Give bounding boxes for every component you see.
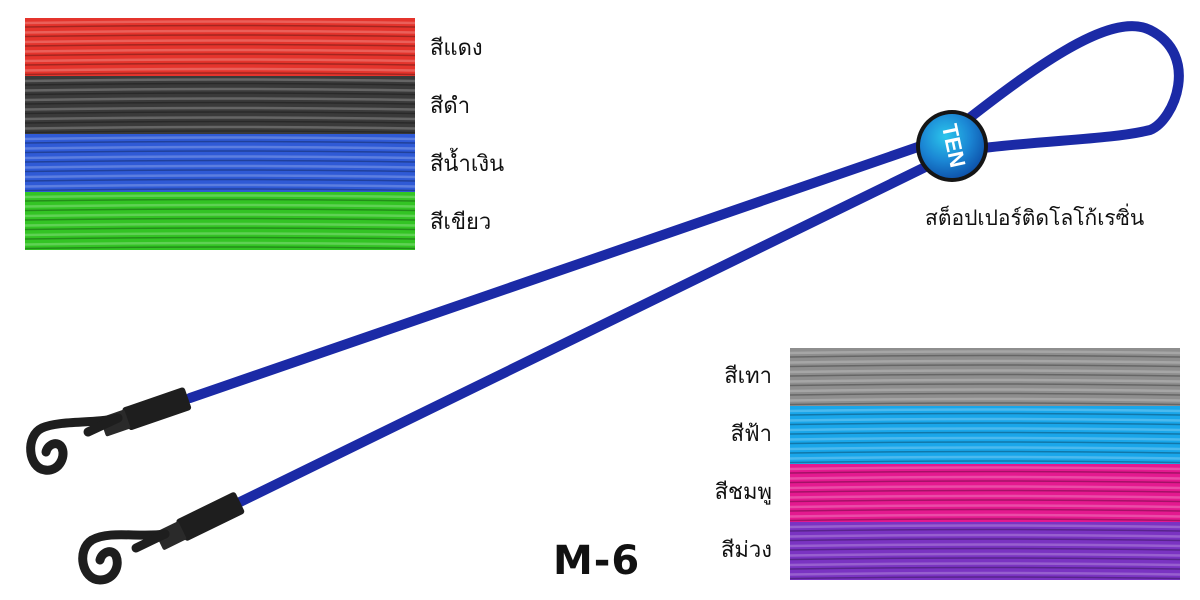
label-green: สีเขียว (430, 210, 492, 235)
cord-strands (185, 21, 1184, 507)
stopper-bead: TEN (916, 110, 988, 182)
label-gray: สีเทา (724, 364, 772, 389)
cord-texture-black (25, 76, 415, 134)
stopper-caption: สต็อปเปอร์ติดโลโก้เรซิ่น (925, 206, 1145, 230)
label-blue: สีน้ำเงิน (430, 152, 505, 177)
cord-texture-pink (790, 464, 1180, 522)
swatch-sky (790, 406, 1180, 464)
label-black: สีดำ (430, 94, 471, 119)
label-sky: สีฟ้า (730, 422, 772, 447)
swatch-pink (790, 464, 1180, 522)
swatch-purple (790, 522, 1180, 580)
label-red: สีแดง (430, 36, 483, 61)
cord-texture-purple (790, 522, 1180, 580)
cord-texture-green (25, 192, 415, 250)
cord-loop (939, 21, 1184, 155)
swatch-green (25, 192, 415, 250)
cord-strand-upper (185, 133, 949, 403)
swatch-gray (790, 348, 1180, 406)
cord-texture-red (25, 18, 415, 76)
label-pink: สีชมพู (714, 480, 772, 505)
model-code: M-6 (553, 538, 641, 584)
cord-texture-blue (25, 134, 415, 192)
hook-clip-lower (78, 492, 245, 585)
swatch-black (25, 76, 415, 134)
swatch-blue (25, 134, 415, 192)
cord-texture-sky (790, 406, 1180, 464)
cord-strand-lower (235, 147, 961, 507)
hook-clip-upper (26, 387, 192, 475)
swatch-red (25, 18, 415, 76)
cord-texture-gray (790, 348, 1180, 406)
label-purple: สีม่วง (720, 538, 772, 563)
